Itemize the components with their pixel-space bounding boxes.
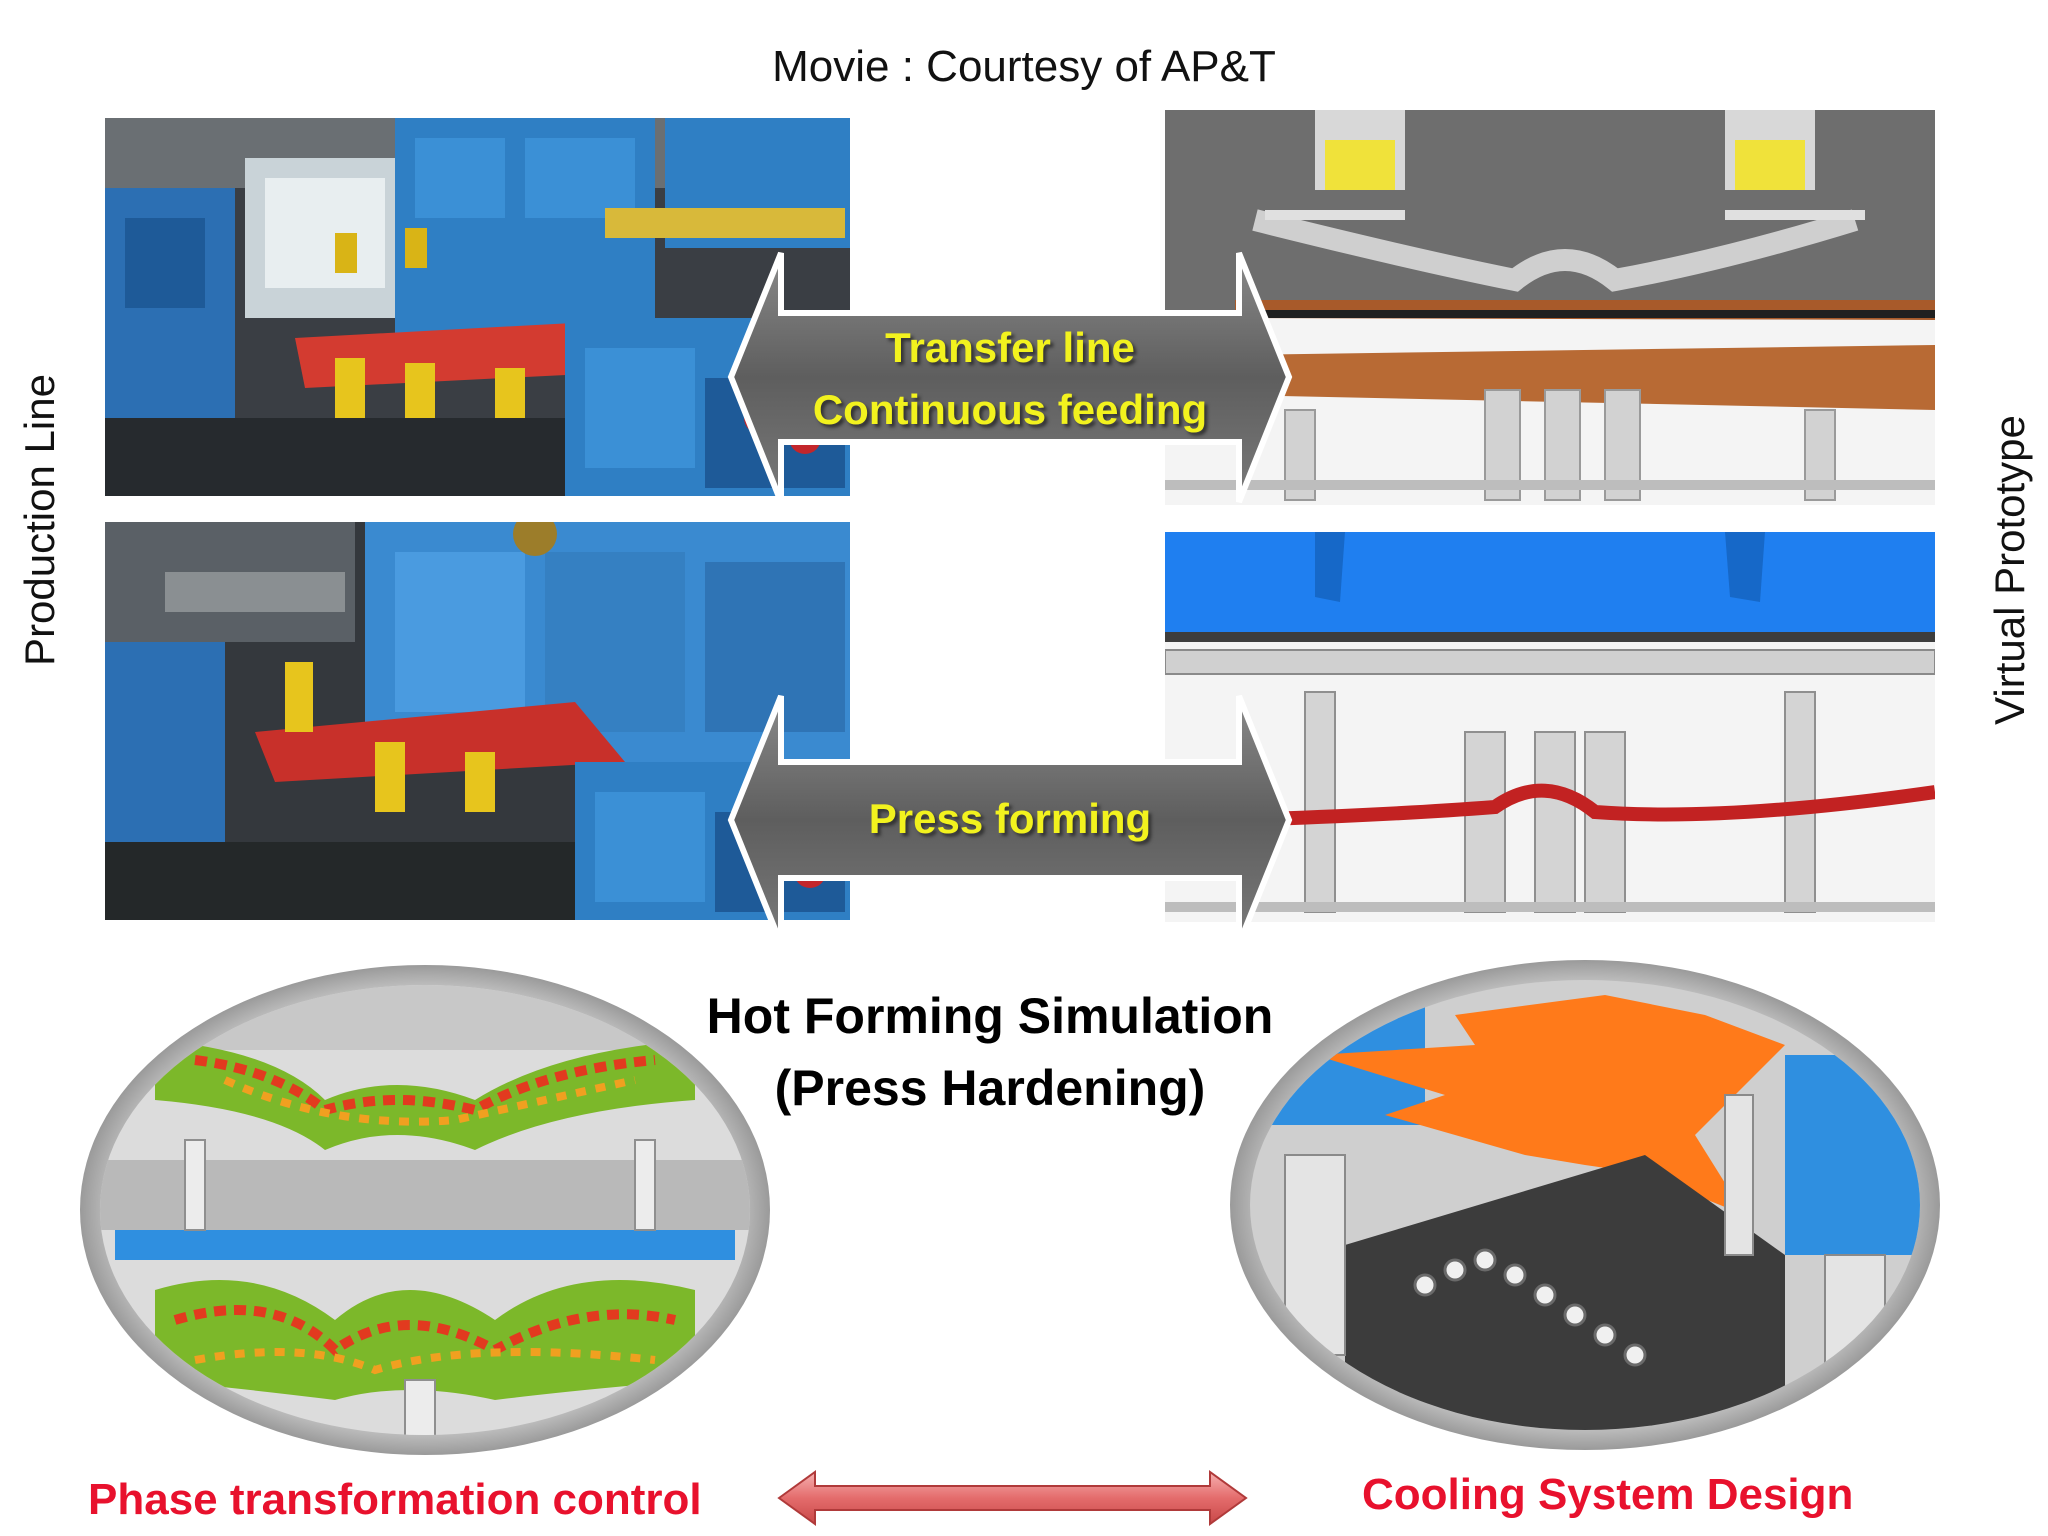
ellipse-phase-simulation	[75, 960, 775, 1460]
label-cooling-system: Cooling System Design	[1362, 1470, 1854, 1519]
render-virtual-transfer	[1165, 110, 1935, 505]
side-label-production-line: Production Line	[16, 374, 63, 666]
side-label-virtual-prototype: Virtual Prototype	[1986, 415, 2033, 725]
double-arrow-bottom	[775, 1468, 1250, 1528]
header-credit: Movie : Courtesy of AP&T	[772, 42, 1276, 91]
arrow-top-line1: Transfer line	[885, 324, 1135, 371]
render-virtual-press	[1165, 532, 1935, 922]
center-title-line2: (Press Hardening)	[774, 1060, 1206, 1116]
label-phase-transformation: Phase transformation control	[88, 1475, 702, 1524]
ellipse-cooling-simulation	[1225, 955, 1945, 1455]
photo-production-press	[105, 522, 850, 920]
arrow-top-line2: Continuous feeding	[812, 386, 1208, 433]
double-arrow-transfer-line: Transfer line Continuous feeding	[725, 245, 1295, 510]
center-title-line1: Hot Forming Simulation	[706, 988, 1274, 1044]
arrow-middle-label: Press forming	[868, 795, 1152, 842]
photo-production-transfer	[105, 118, 850, 496]
center-title: Hot Forming Simulation (Press Hardening)	[640, 980, 1340, 1124]
double-arrow-press-forming: Press forming	[725, 690, 1295, 950]
